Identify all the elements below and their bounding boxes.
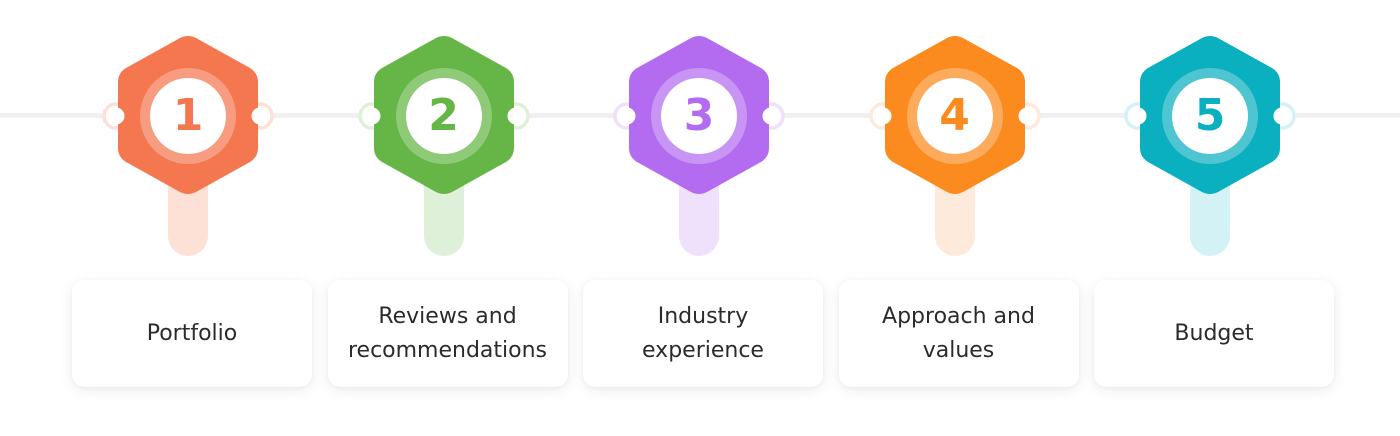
step-label: Approach and values [882,303,1035,363]
step-card: Industry experience [583,280,823,387]
step-card: Reviews and recommendations [327,280,568,387]
center-disc [916,78,993,154]
right-connector-center [507,107,524,125]
step-hexagon [357,36,530,194]
left-connector-center [618,107,636,125]
step-hexagon [613,36,785,194]
step-card: Approach and values [838,280,1079,387]
left-connector-center [107,107,125,125]
left-connector-center [1129,107,1147,125]
left-connector-center [874,107,891,125]
right-connector-center [762,107,780,125]
right-connector-center [1018,107,1035,125]
center-disc [405,78,482,154]
step-label: Portfolio [146,320,238,346]
step-number: 5 [1194,90,1226,141]
left-connector-center [363,107,380,125]
step-card: Portfolio [72,280,312,387]
center-disc [661,78,737,154]
center-disc [150,78,226,154]
step-number: 2 [428,90,459,141]
step-number: 1 [172,90,204,141]
step-number: 4 [939,90,970,141]
step-label: Reviews and recommendations [347,303,548,363]
center-disc [1172,78,1248,154]
step-card: Budget [1094,280,1334,387]
step-hexagon [102,36,274,194]
step-label: Industry experience [642,303,764,363]
right-connector-center [1273,107,1291,125]
right-connector-center [251,107,269,125]
step-hexagon [1124,36,1296,194]
step-label: Budget [1174,320,1254,346]
step-hexagon [868,36,1041,194]
step-number: 3 [683,90,715,141]
